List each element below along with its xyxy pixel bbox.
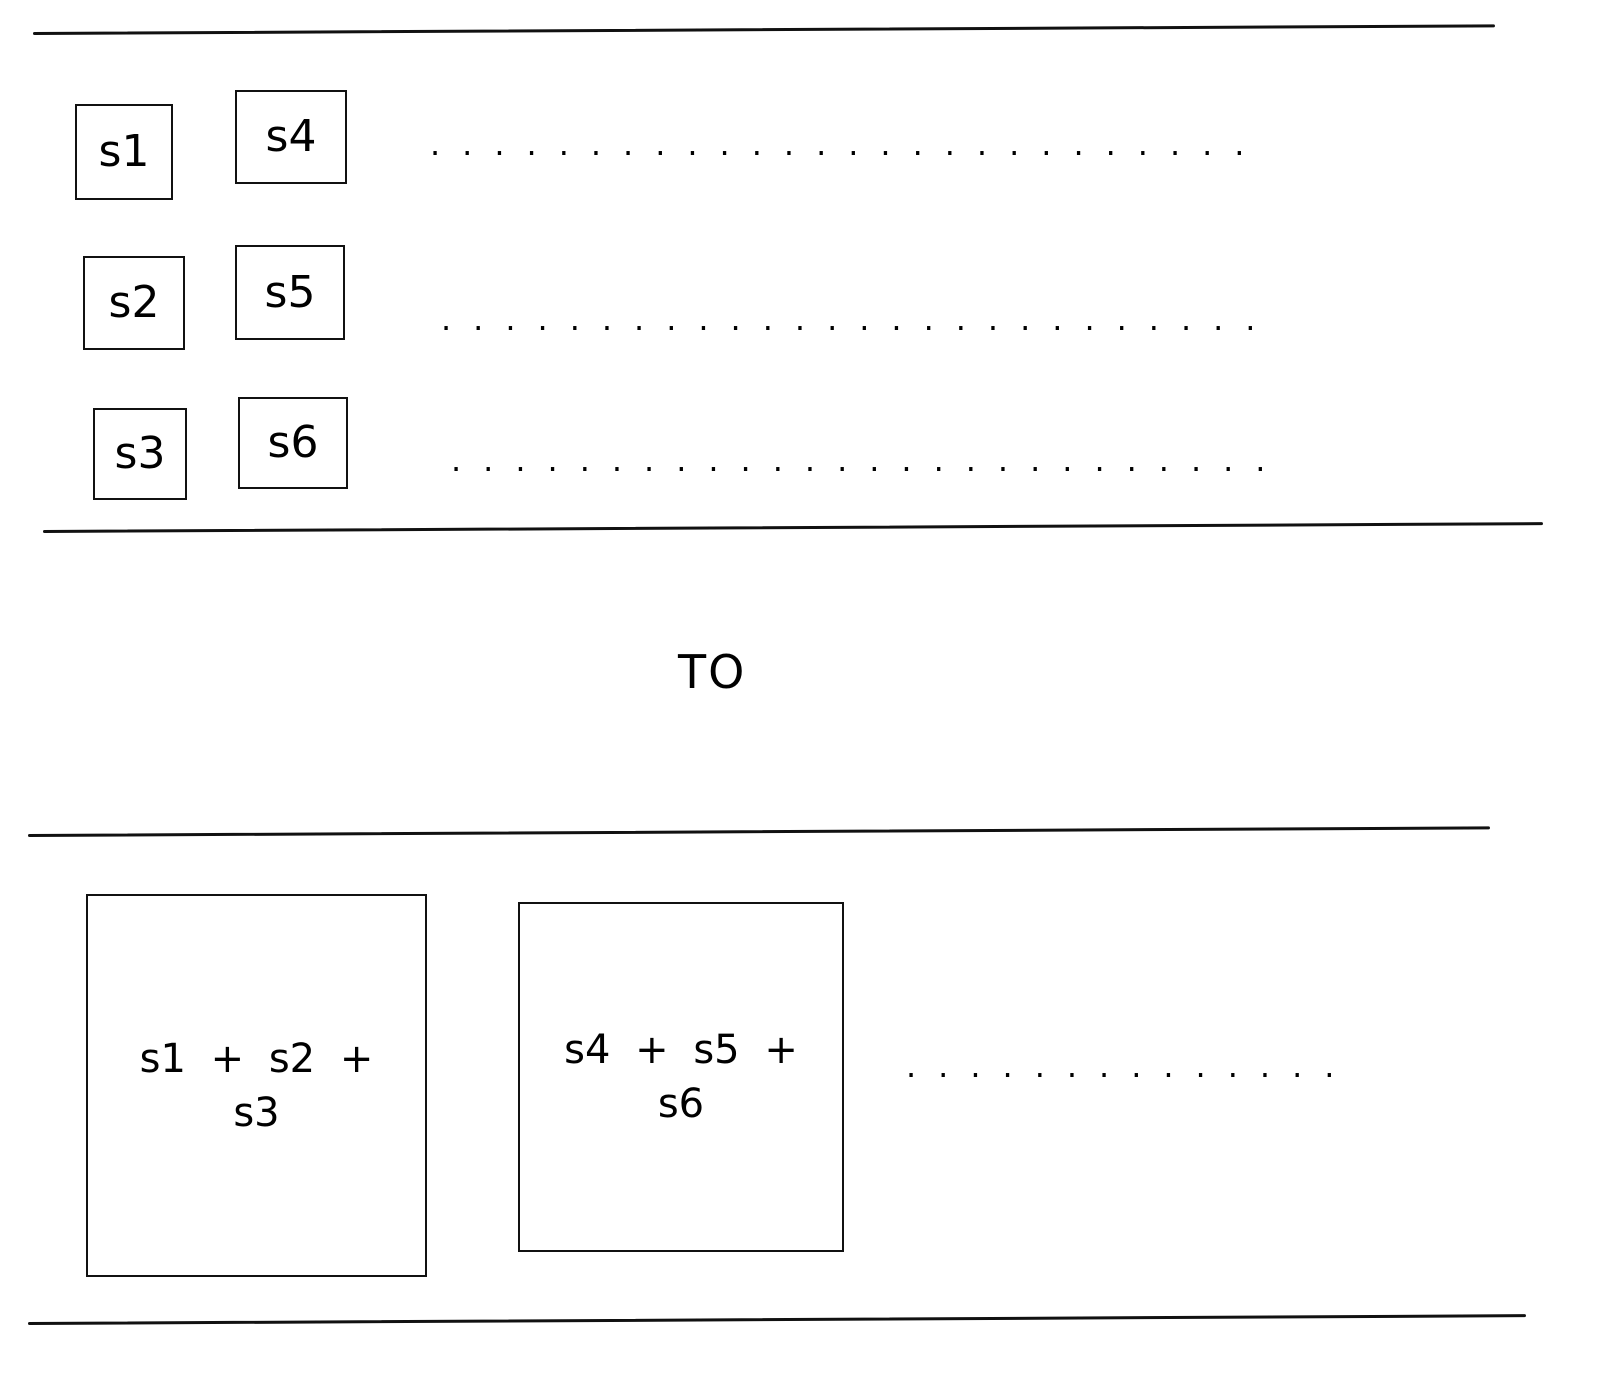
ellipsis-row-1: .......................... <box>430 125 1267 163</box>
stream-box-s5: s5 <box>235 245 345 340</box>
merged-box-1: s1 + s2 + s3 <box>86 894 427 1277</box>
stream-box-s6: s6 <box>238 397 348 489</box>
merged-label: s1 + s2 + s3 <box>139 1035 374 1136</box>
stream-label: s2 <box>108 277 160 329</box>
stream-label: s3 <box>114 428 166 480</box>
ellipsis-row-3: .......................... <box>451 441 1288 479</box>
stream-box-s2: s2 <box>83 256 185 350</box>
stream-box-s3: s3 <box>93 408 187 500</box>
separator-bottom <box>27 1314 1526 1325</box>
stream-label: s4 <box>265 111 317 163</box>
ellipsis-merged: .............. <box>906 1047 1357 1085</box>
merged-box-2: s4 + s5 + s6 <box>518 902 844 1252</box>
stream-box-s1: s1 <box>75 104 173 200</box>
transition-label: TO <box>678 645 747 699</box>
stream-label: s1 <box>98 126 150 178</box>
ellipsis-row-2: .......................... <box>441 300 1278 338</box>
separator-top <box>32 24 1495 35</box>
separator-mid-2 <box>27 826 1490 837</box>
merged-label: s4 + s5 + s6 <box>564 1027 798 1127</box>
stream-label: s5 <box>264 266 316 318</box>
separator-mid-1 <box>42 522 1543 533</box>
stream-label: s6 <box>267 417 319 469</box>
stream-box-s4: s4 <box>235 90 347 184</box>
